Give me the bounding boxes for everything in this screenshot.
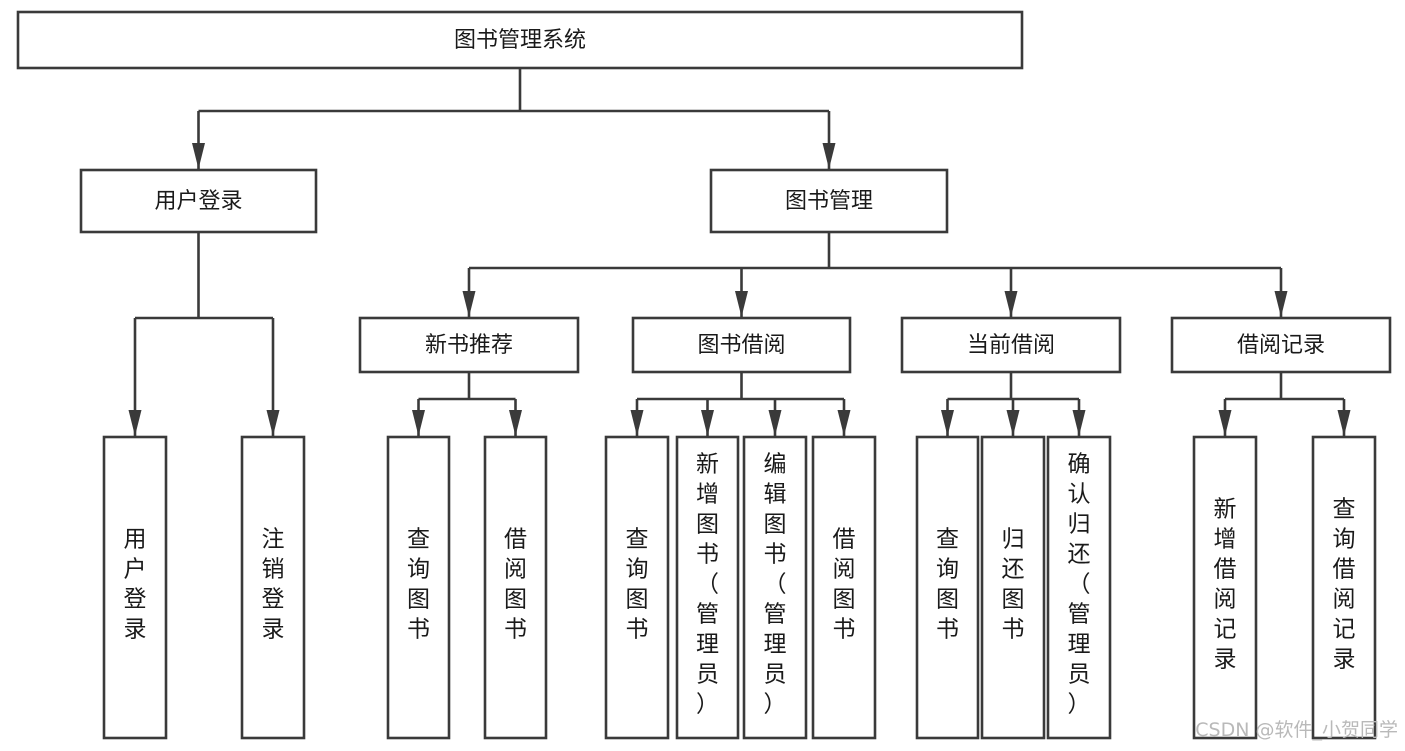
node-label: 新书推荐 bbox=[425, 333, 513, 358]
node-borrow-record[interactable]: 借阅记录 bbox=[1170, 316, 1392, 374]
node-label: 确认归还（管理员） bbox=[1068, 451, 1091, 717]
node-label: 图书管理 bbox=[785, 189, 873, 214]
arrow-head-icon bbox=[1274, 291, 1288, 317]
node-box[interactable] bbox=[1170, 316, 1392, 374]
node-label: 用户登录 bbox=[124, 526, 147, 642]
node-box[interactable] bbox=[483, 435, 548, 740]
node-root[interactable]: 图书管理系统 bbox=[16, 10, 1024, 70]
node-label: 注销登录 bbox=[262, 526, 285, 642]
node-label: 新增借阅记录 bbox=[1214, 496, 1237, 672]
arrow-head-icon bbox=[768, 410, 782, 436]
node-leaf-add-borrow-record[interactable]: 新增借阅记录 bbox=[1192, 435, 1258, 740]
arrow-head-icon bbox=[1006, 410, 1020, 436]
node-box[interactable] bbox=[915, 435, 980, 740]
arrow-head-icon bbox=[941, 410, 954, 436]
node-new-book-recommend[interactable]: 新书推荐 bbox=[358, 316, 580, 374]
node-box[interactable] bbox=[675, 435, 740, 740]
node-box[interactable] bbox=[1311, 435, 1377, 740]
arrow-head-icon bbox=[462, 291, 476, 317]
node-current-borrow[interactable]: 当前借阅 bbox=[900, 316, 1122, 374]
arrow-head-icon bbox=[822, 143, 836, 169]
node-leaf-borrow-book-rec[interactable]: 借阅图书 bbox=[483, 435, 548, 740]
node-box[interactable] bbox=[742, 435, 808, 740]
node-box[interactable] bbox=[1046, 435, 1112, 740]
arrow-head-icon bbox=[630, 410, 644, 436]
node-book-borrow[interactable]: 图书借阅 bbox=[631, 316, 852, 374]
node-box[interactable] bbox=[16, 10, 1024, 70]
node-box[interactable] bbox=[240, 435, 306, 740]
node-leaf-add-book-admin[interactable]: 新增图书（管理员） bbox=[675, 435, 740, 740]
node-box[interactable] bbox=[811, 435, 877, 740]
arrow-head-icon bbox=[1072, 410, 1086, 436]
arrow-head-icon bbox=[701, 410, 714, 436]
node-label: 借阅图书 bbox=[504, 526, 527, 642]
edge-layer bbox=[128, 68, 1351, 436]
node-box[interactable] bbox=[79, 168, 318, 234]
arrow-head-icon bbox=[1004, 291, 1018, 317]
node-label: 编辑图书（管理员） bbox=[764, 451, 787, 717]
arrow-head-icon bbox=[1337, 410, 1351, 436]
node-leaf-borrow-book-bor[interactable]: 借阅图书 bbox=[811, 435, 877, 740]
node-leaf-return-book[interactable]: 归还图书 bbox=[980, 435, 1046, 740]
node-label: 查询图书 bbox=[407, 526, 430, 642]
node-label: 当前借阅 bbox=[967, 333, 1055, 358]
node-box[interactable] bbox=[1192, 435, 1258, 740]
node-leaf-edit-book-admin[interactable]: 编辑图书（管理员） bbox=[742, 435, 808, 740]
node-label: 查询图书 bbox=[936, 526, 959, 642]
node-label: 用户登录 bbox=[154, 189, 242, 214]
node-leaf-user-login[interactable]: 用户登录 bbox=[102, 435, 168, 740]
node-leaf-query-book-rec[interactable]: 查询图书 bbox=[386, 435, 451, 740]
node-label: 新增图书（管理员） bbox=[696, 451, 719, 717]
arrow-head-icon bbox=[266, 410, 280, 436]
arrow-head-icon bbox=[128, 410, 142, 436]
node-box[interactable] bbox=[709, 168, 949, 234]
arrow-head-icon bbox=[412, 410, 425, 436]
arrow-head-icon bbox=[509, 410, 522, 436]
node-label: 归还图书 bbox=[1002, 526, 1025, 642]
node-layer: 图书管理系统用户登录图书管理新书推荐图书借阅当前借阅借阅记录用户登录注销登录查询… bbox=[16, 10, 1392, 740]
node-user-login[interactable]: 用户登录 bbox=[79, 168, 318, 234]
node-box[interactable] bbox=[980, 435, 1046, 740]
node-leaf-logout-login[interactable]: 注销登录 bbox=[240, 435, 306, 740]
node-label: 查询借阅记录 bbox=[1333, 496, 1356, 672]
node-label: 图书借阅 bbox=[697, 333, 785, 358]
node-box[interactable] bbox=[900, 316, 1122, 374]
node-label: 图书管理系统 bbox=[454, 28, 586, 53]
node-leaf-confirm-return-admin[interactable]: 确认归还（管理员） bbox=[1046, 435, 1112, 740]
node-label: 查询图书 bbox=[626, 526, 649, 642]
node-box[interactable] bbox=[386, 435, 451, 740]
node-box[interactable] bbox=[631, 316, 852, 374]
node-box[interactable] bbox=[102, 435, 168, 740]
arrow-head-icon bbox=[192, 143, 205, 169]
node-box[interactable] bbox=[604, 435, 670, 740]
node-leaf-query-book-bor[interactable]: 查询图书 bbox=[604, 435, 670, 740]
arrow-head-icon bbox=[837, 410, 851, 436]
node-label: 借阅图书 bbox=[833, 526, 856, 642]
arrow-head-icon bbox=[735, 291, 748, 317]
node-book-management[interactable]: 图书管理 bbox=[709, 168, 949, 234]
node-leaf-query-book-cur[interactable]: 查询图书 bbox=[915, 435, 980, 740]
node-leaf-query-borrow-record[interactable]: 查询借阅记录 bbox=[1311, 435, 1377, 740]
arrow-head-icon bbox=[1218, 410, 1232, 436]
node-label: 借阅记录 bbox=[1237, 333, 1325, 358]
node-box[interactable] bbox=[358, 316, 580, 374]
